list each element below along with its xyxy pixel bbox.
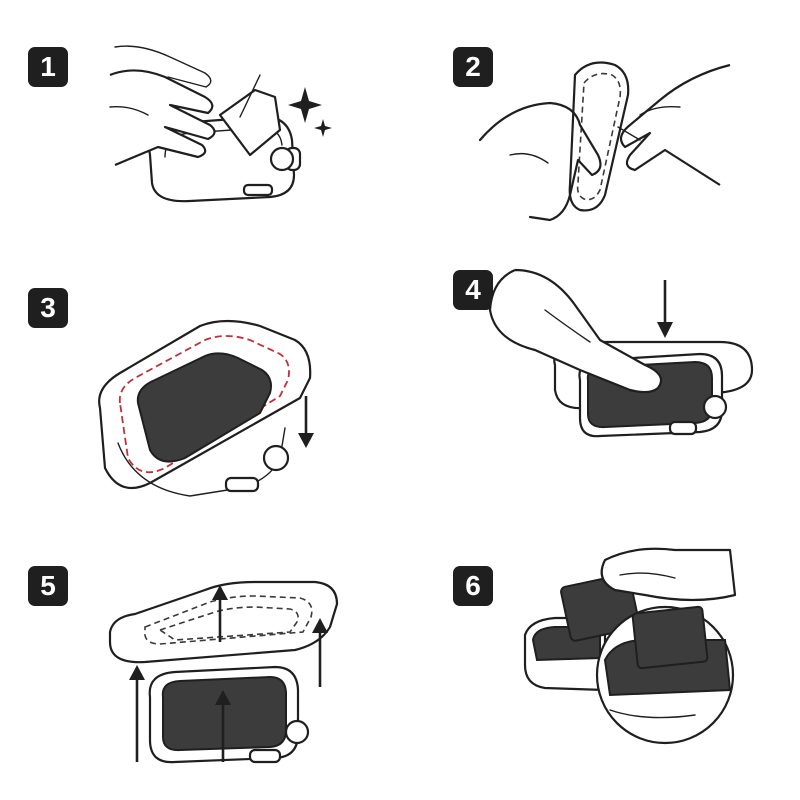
peel-film-icon (478, 61, 731, 222)
step-number-badge: 3 (28, 288, 68, 328)
step-number-badge: 1 (28, 47, 68, 87)
step-number-badge: 2 (453, 47, 493, 87)
step-number-badge: 5 (28, 566, 68, 606)
step-1-illustration (109, 35, 340, 205)
lift-film-icon (108, 580, 339, 764)
press-film-icon (488, 268, 754, 438)
step-4-illustration (488, 268, 760, 445)
step-5-illustration (105, 572, 345, 772)
step-6-illustration (523, 540, 750, 750)
step-number-badge: 4 (453, 270, 493, 310)
step-3-illustration (90, 318, 330, 508)
clean-screen-icon (109, 45, 332, 203)
step-number-badge: 6 (453, 566, 493, 606)
dust-sticker-icon (523, 547, 737, 745)
step-2-illustration (478, 45, 731, 235)
align-film-icon (98, 319, 314, 497)
